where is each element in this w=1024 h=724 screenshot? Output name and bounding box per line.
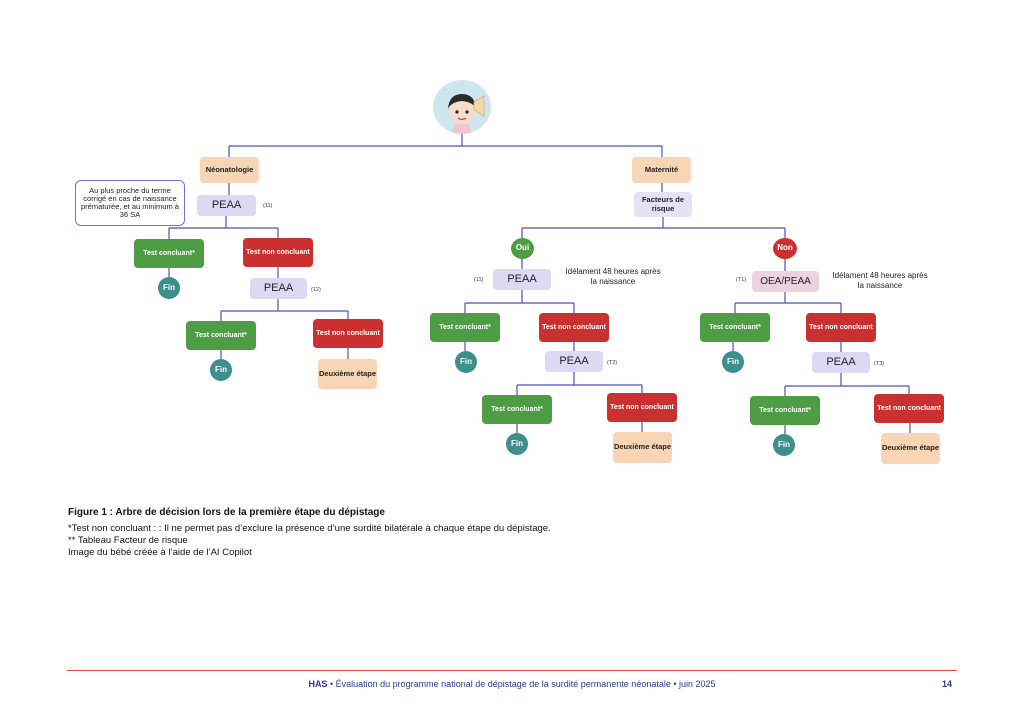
facteurs-de-risque: Facteurs de risque [634,192,692,217]
test-non-concluant-l1: Test non concluant [243,238,313,267]
ref-label: (11) [474,277,484,283]
figure-caption: Figure 1 : Arbre de décision lors de la … [68,507,385,518]
caption-note-2: ** Tableau Facteur de risque [68,535,188,546]
ref-label: (T3) [874,361,885,367]
test-peaa-oui2: PEAA [545,351,603,372]
ref-label: (12) [311,287,321,293]
ref-label: (11) [263,203,273,209]
branch-maternite: Maternité [632,157,691,183]
test-concluant-non1: Test concluant* [700,313,770,342]
footer-brand: HAS [308,679,328,689]
fin-non1: Fin [722,351,744,373]
deuxieme-etape-l: Deuxième étape [318,359,377,389]
ref-label: (T2) [607,360,618,366]
test-peaa-oui1: PEAA [493,269,551,290]
timing-note-oui: Idélament 48 heures après la naissance [565,267,661,287]
baby-illustration [433,80,491,134]
fin-l2: Fin [210,359,232,381]
caption-note-3: Image du bébé créée à l’aide de l’AI Cop… [68,547,252,558]
test-peaa-non2: PEAA [812,352,870,373]
caption-note-1: *Test non concluant : : Il ne permet pas… [68,523,551,534]
fin-l1: Fin [158,277,180,299]
test-peaa-l2: PEAA [250,278,307,299]
footer-rule [67,670,957,671]
oui-badge: Oui [511,238,534,259]
test-non-concluant-non2: Test non concluant [874,394,944,423]
test-peaa-l1: PEAA [197,195,256,216]
test-non-concluant-non1: Test non concluant [806,313,876,342]
fin-oui1: Fin [455,351,477,373]
deuxieme-etape-non: Deuxième étape [881,433,940,464]
timing-note-non: Idélament 48 heures après la naissance [832,271,928,291]
footer-title: • Évaluation du programme national de dé… [327,679,716,689]
branch-neonatologie: Néonatologie [200,157,259,183]
page-number: 14 [942,679,953,689]
test-non-concluant-oui2: Test non concluant [607,393,677,422]
deuxieme-etape-oui: Deuxième étape [613,432,672,463]
test-non-concluant-oui1: Test non concluant [539,313,609,342]
footer-text: HAS • Évaluation du programme national d… [0,679,1024,689]
test-concluant-l2: Test concluant* [186,321,256,350]
fin-oui2: Fin [506,433,528,455]
test-concluant-oui2: Test concluant* [482,395,552,424]
test-non-concluant-l2: Test non concluant [313,319,383,348]
test-concluant-oui1: Test concluant* [430,313,500,342]
non-badge: Non [773,238,797,259]
fin-non2: Fin [773,434,795,456]
test-oea-peaa-non1: OEA/PEAA [752,271,819,292]
ref-label: (T1) [736,277,747,283]
note-box: Au plus proche du terme corrigé en cas d… [75,180,185,226]
test-concluant-non2: Test concluant* [750,396,820,425]
test-concluant-l1: Test concluant* [134,239,204,268]
